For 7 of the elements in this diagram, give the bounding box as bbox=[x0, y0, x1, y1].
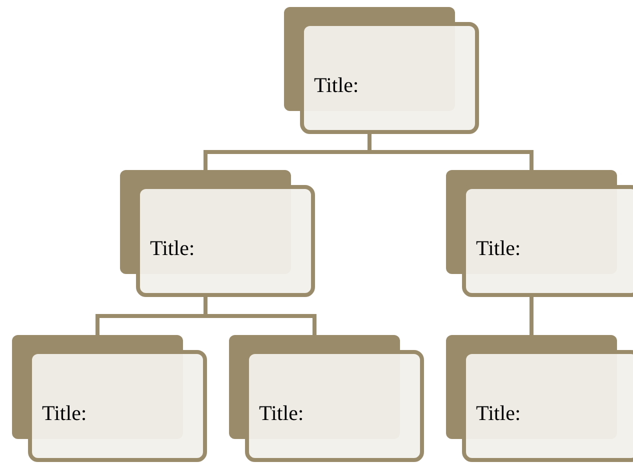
card-title: Title: bbox=[476, 234, 522, 262]
card-title: Title: bbox=[150, 234, 196, 262]
card-title: Title: bbox=[314, 72, 360, 98]
card-title: Title: bbox=[476, 400, 522, 426]
connector-line bbox=[530, 297, 534, 335]
card-title: Title: bbox=[259, 400, 305, 426]
card-title: Title: bbox=[42, 400, 88, 426]
